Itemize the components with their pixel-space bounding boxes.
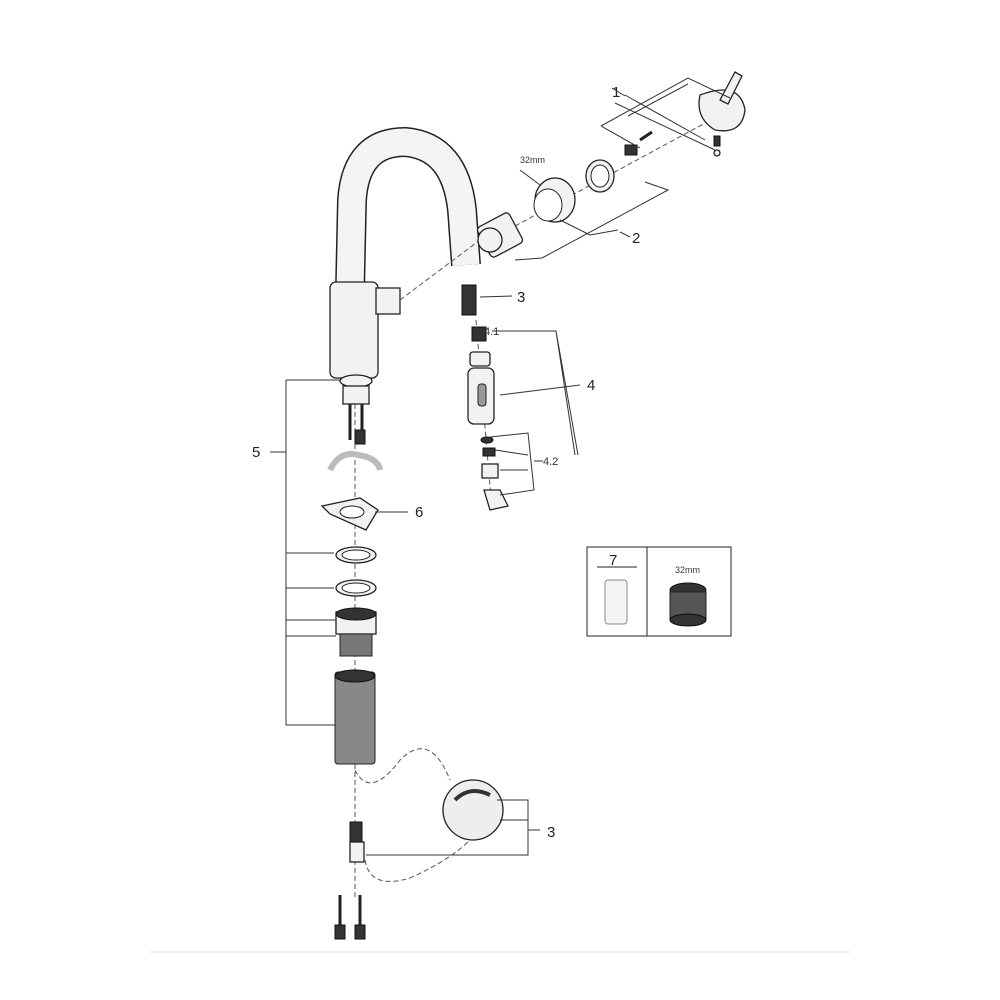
label-part-4-1: 4.1: [484, 326, 499, 338]
label-part-2: 2: [632, 230, 640, 247]
hose-weight: [334, 748, 540, 940]
callout-lines-1-2: [514, 77, 731, 261]
faucet-body: [329, 239, 481, 379]
spray-head-assembly: [467, 319, 581, 511]
faucet-spout: [335, 126, 481, 291]
label-part-6: 6: [415, 504, 423, 521]
label-part-3-bottom: 3: [547, 824, 555, 841]
label-part-5: 5: [252, 444, 260, 461]
label-part-3-top: 3: [517, 289, 525, 306]
label-part-4-2: 4.2: [543, 456, 558, 468]
label-part-1: 1: [612, 84, 620, 101]
pull-out-hose-end: [461, 284, 513, 316]
label-part-4: 4: [587, 377, 595, 394]
cartridge-assembly: [476, 71, 746, 258]
spare-parts-box: [586, 546, 732, 637]
mounting-set: [270, 374, 408, 900]
nut-size-label: 32mm: [520, 155, 545, 165]
label-part-7: 7: [609, 552, 617, 569]
spare-nut-size-label: 32mm: [675, 565, 700, 575]
